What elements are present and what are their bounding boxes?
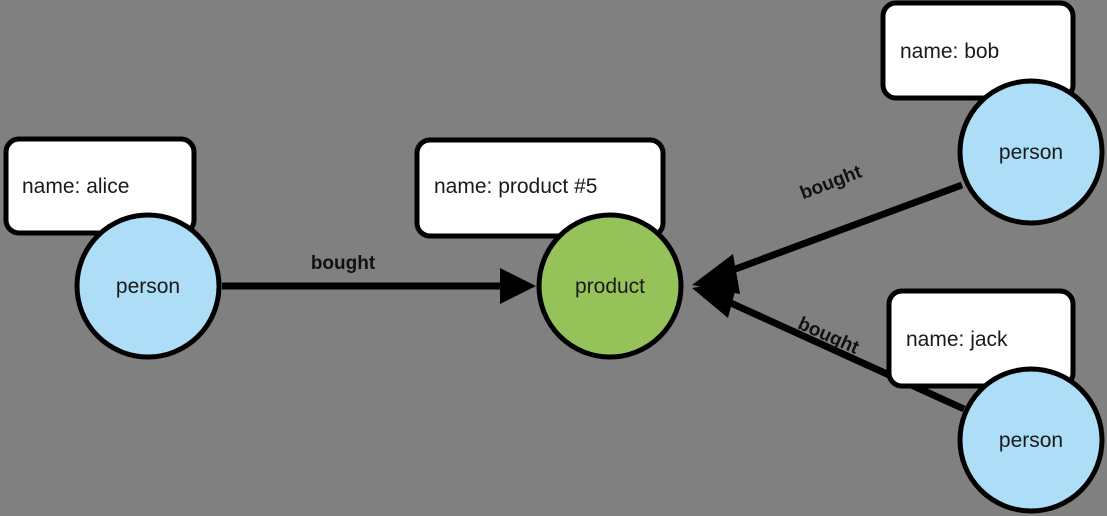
node-type-label: person xyxy=(116,275,180,298)
property-box-bob[interactable]: name: bob xyxy=(880,0,1076,101)
edge-label-alice-bought: bought xyxy=(311,253,376,274)
property-box-product5[interactable]: name: product #5 xyxy=(414,137,666,239)
edge-line xyxy=(720,295,966,413)
node-type-label: person xyxy=(999,141,1063,164)
edge-bob-bought-product[interactable] xyxy=(692,181,964,294)
arrowhead-icon xyxy=(500,268,536,304)
node-product5[interactable]: product xyxy=(536,212,684,360)
edge-group xyxy=(222,181,966,413)
property-box-label: name: product #5 xyxy=(434,175,597,198)
edge-alice-bought-product[interactable] xyxy=(222,268,536,304)
property-box-group: name: alice name: product #5 name: bob n… xyxy=(3,0,1076,389)
arrowhead-icon xyxy=(692,280,738,318)
node-bob[interactable]: person xyxy=(957,78,1105,226)
property-box-jack[interactable]: name: jack xyxy=(886,288,1076,389)
property-box-label: name: jack xyxy=(906,328,1008,351)
node-jack[interactable]: person xyxy=(957,366,1105,514)
node-circle xyxy=(536,212,684,360)
node-circle xyxy=(957,366,1105,514)
node-circle xyxy=(74,212,222,360)
node-alice[interactable]: person xyxy=(74,212,222,360)
node-group: person product person person xyxy=(74,78,1105,514)
node-circle xyxy=(957,78,1105,226)
edge-line xyxy=(720,181,964,278)
property-box-rect xyxy=(886,288,1076,389)
property-box-alice[interactable]: name: alice xyxy=(3,136,197,236)
node-type-label: product xyxy=(575,275,645,298)
edge-label-bob-bought: bought xyxy=(797,161,865,204)
property-box-rect xyxy=(414,137,666,239)
property-box-label: name: alice xyxy=(22,175,129,198)
property-box-rect xyxy=(880,0,1076,101)
edge-label-jack-bought: bought xyxy=(795,313,863,359)
edge-jack-bought-product[interactable] xyxy=(692,280,966,413)
node-type-label: person xyxy=(999,429,1063,452)
property-box-label: name: bob xyxy=(900,40,999,63)
